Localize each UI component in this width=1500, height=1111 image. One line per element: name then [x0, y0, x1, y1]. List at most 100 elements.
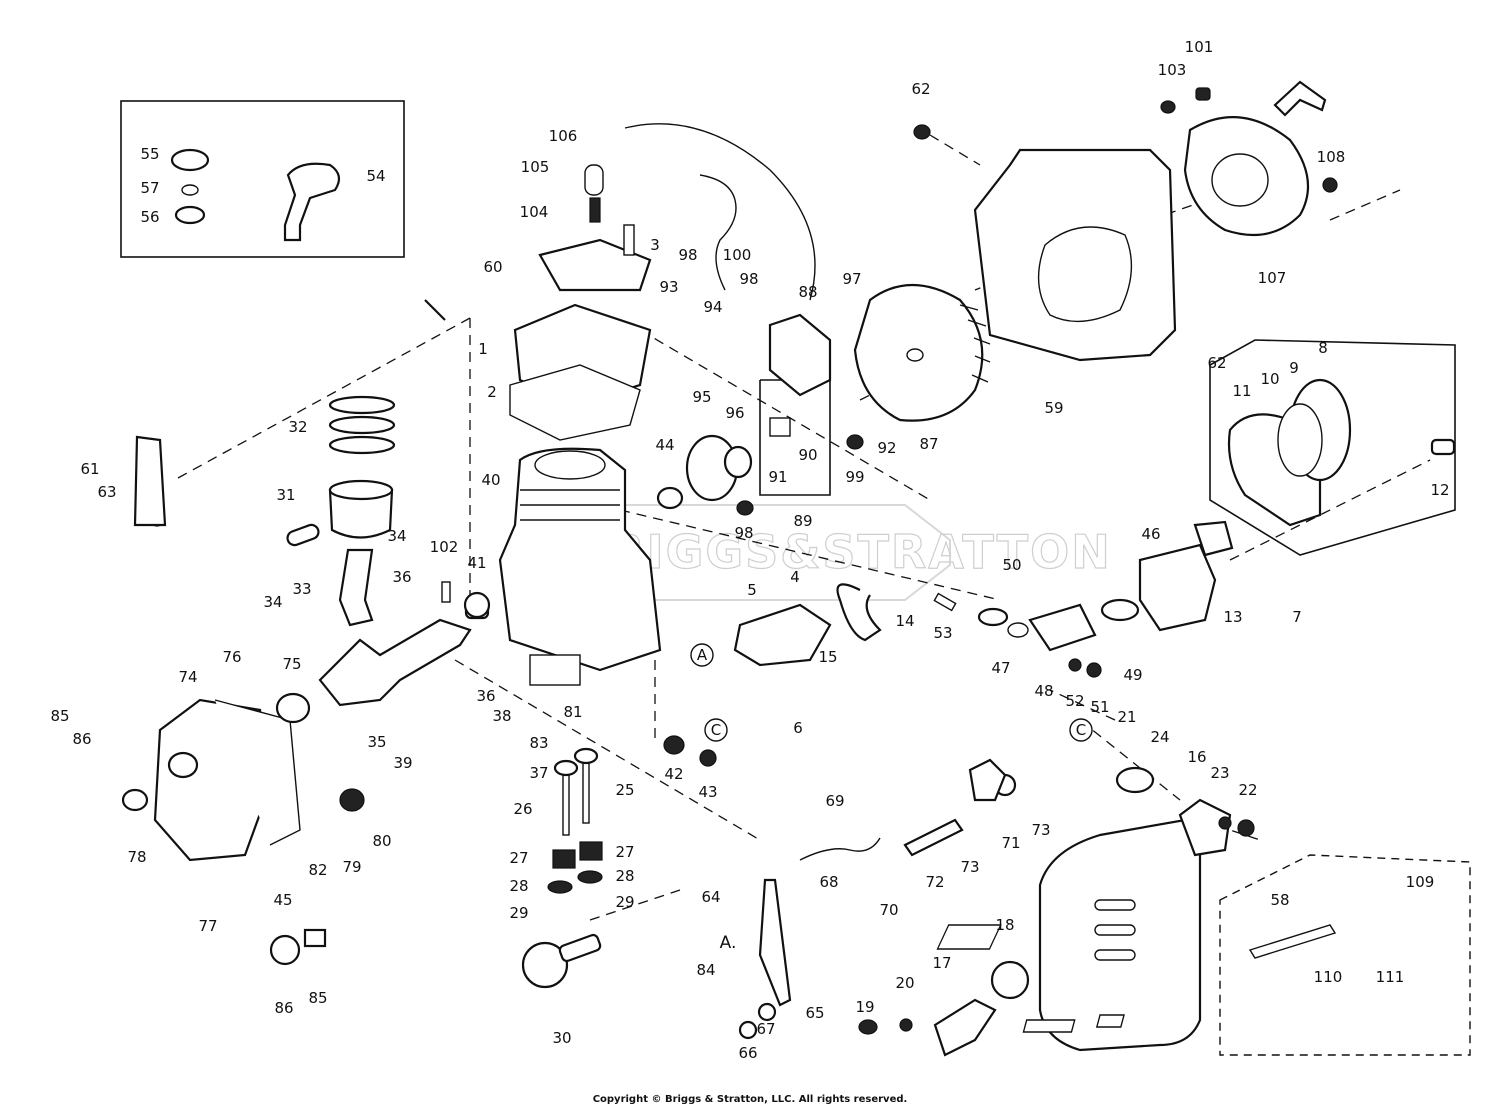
part-number-91: 91	[768, 468, 787, 486]
cover-seal	[723, 445, 753, 479]
part-number-102: 102	[430, 538, 459, 556]
part-number-18: 18	[995, 916, 1014, 934]
exhaust-system	[933, 758, 1232, 1057]
part-number-41: 41	[467, 554, 486, 572]
part-number-60: 60	[483, 258, 502, 276]
part-number-82: 82	[308, 861, 327, 879]
camshaft	[558, 933, 602, 963]
piston-assembly	[286, 395, 396, 627]
blower-housing	[973, 148, 1177, 362]
piston-ring-bottom	[328, 435, 396, 455]
part-number-38: 38	[492, 707, 511, 725]
crankcase-cover	[121, 692, 365, 966]
part-number-105: 105	[521, 158, 550, 176]
callout-a: A	[697, 646, 708, 664]
muffler-bracket	[968, 758, 1007, 802]
part-number-11: 11	[1232, 382, 1251, 400]
part-number-17: 17	[932, 954, 951, 972]
part-number-25: 25	[615, 781, 634, 799]
exhaust-valve-head	[553, 759, 579, 777]
hardware	[133, 87, 1338, 1035]
sump-gasket	[214, 699, 301, 846]
part-number-69: 69	[825, 792, 844, 810]
part-number-5: 5	[747, 581, 757, 599]
part-number-31: 31	[276, 486, 295, 504]
muffler-slot-3	[1094, 949, 1136, 961]
part-number-83: 83	[529, 734, 548, 752]
fuel-system	[733, 520, 1234, 667]
part-number-30: 30	[552, 1029, 571, 1047]
flywheel	[853, 284, 991, 422]
part-number-53: 53	[933, 624, 952, 642]
part-number-24: 24	[1150, 728, 1169, 746]
carb-gasket	[1100, 598, 1140, 622]
ground-wire	[699, 174, 737, 291]
part-number-80: 80	[372, 832, 391, 850]
screw-19	[858, 1019, 878, 1035]
seal-washer	[174, 205, 206, 225]
part-number-32: 32	[288, 418, 307, 436]
washer-103	[1160, 100, 1176, 114]
part-number-63: 63	[97, 483, 116, 501]
condenser	[769, 417, 791, 437]
throttle-link	[799, 837, 881, 861]
throttle-lever	[1193, 520, 1234, 557]
part-number-1: 1	[478, 340, 488, 358]
part-number-59: 59	[1044, 399, 1063, 417]
cylinder-bore	[534, 450, 606, 480]
washer-23	[1218, 816, 1232, 830]
part-number-70: 70	[879, 901, 898, 919]
part-number-47: 47	[991, 659, 1010, 677]
part-number-9: 9	[1289, 359, 1299, 377]
part-number-90: 90	[798, 446, 817, 464]
intake-valve-stem	[582, 757, 590, 824]
breaker-seal	[656, 486, 684, 510]
part-number-58: 58	[1270, 891, 1289, 909]
intake-o-ring	[1007, 622, 1029, 638]
part-number-110: 110	[1314, 968, 1343, 986]
decal-kit-box	[1219, 854, 1471, 1056]
breather-tube	[836, 583, 882, 642]
valvetrain	[521, 654, 603, 989]
flywheel-hub	[906, 348, 924, 362]
decal-111	[1095, 1014, 1125, 1028]
spark-plug-gauge	[1248, 924, 1337, 959]
part-number-98: 98	[678, 246, 697, 264]
part-number-77: 77	[198, 917, 217, 935]
part-number-57: 57	[140, 179, 159, 197]
callout-a-lever: A.	[720, 933, 737, 953]
engine-block	[498, 447, 662, 672]
part-number-34: 34	[387, 527, 406, 545]
air-cleaner	[1227, 378, 1456, 527]
air-cleaner-screw	[1430, 438, 1456, 456]
spark-plug-boot	[584, 164, 604, 196]
muffler-gasket	[1115, 766, 1155, 794]
exhaust-gasket	[990, 960, 1030, 1000]
part-number-52: 52	[1065, 692, 1084, 710]
oil-fill-cap	[170, 148, 210, 172]
part-number-3: 3	[650, 236, 660, 254]
part-number-55: 55	[140, 145, 159, 163]
controls	[738, 818, 964, 1040]
valve-retainer-left	[547, 880, 573, 894]
copyright-notice: Copyright © Briggs & Stratton, LLC. All …	[592, 1094, 908, 1105]
governor-nut	[738, 1020, 758, 1040]
part-number-29: 29	[615, 893, 634, 911]
part-number-19: 19	[855, 998, 874, 1016]
watermark: BRIGGS&STRATTON	[547, 504, 1110, 601]
part-number-39: 39	[393, 754, 412, 772]
part-number-75: 75	[282, 655, 301, 673]
head-cover	[538, 238, 652, 292]
valve-spring-left	[552, 849, 576, 869]
part-number-16: 16	[1187, 748, 1206, 766]
connecting-rod	[338, 548, 374, 627]
part-number-23: 23	[1210, 764, 1229, 782]
blower-opening	[1037, 226, 1133, 323]
oil-drain-plug	[269, 934, 301, 966]
part-number-12: 12	[1430, 481, 1449, 499]
nut-101	[1195, 87, 1211, 101]
exhaust-elbow	[1178, 798, 1232, 857]
part-number-85: 85	[50, 707, 69, 725]
part-number-labels: 1234567891011121314151617181920212223242…	[50, 38, 1449, 1062]
